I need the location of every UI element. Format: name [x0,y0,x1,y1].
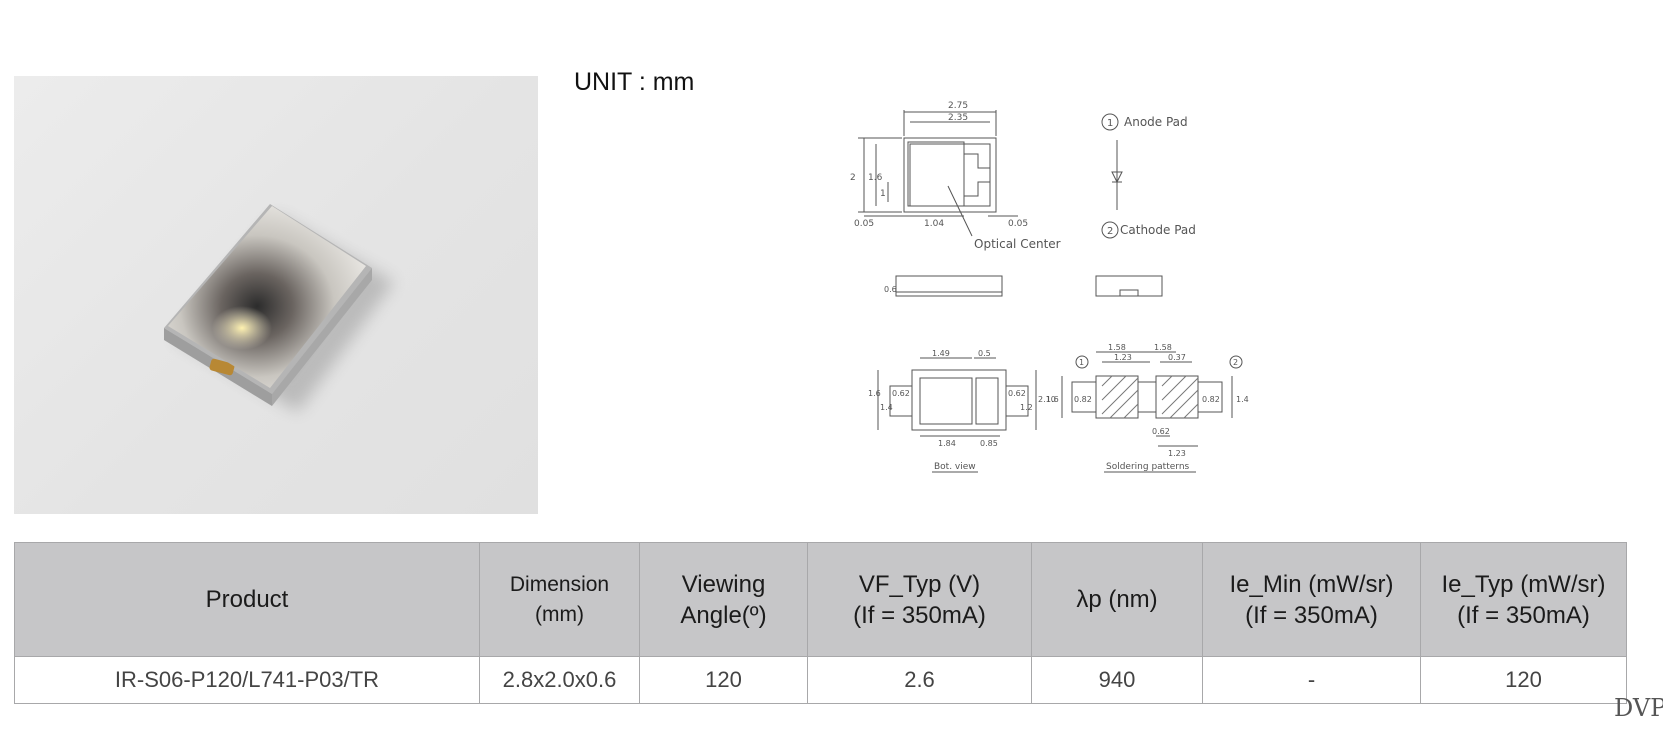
dim-275: 2.75 [948,101,968,111]
pin-1-mark: 1 [1107,118,1113,129]
sol-dim-1-58-right: 1.58 [1154,343,1172,352]
bot-dim-1-4: 1.4 [880,403,893,412]
spec-table: Product Dimension (mm) Viewing Angle(º) … [14,542,1627,704]
header-ie-min: Ie_Min (mW/sr) (If = 350mA) [1202,542,1421,657]
cell-product: IR-S06-P120/L741-P03/TR [14,656,480,704]
cell-ie-min: - [1202,656,1421,704]
cell-lambda-p: 940 [1031,656,1203,704]
table-header-row: Product Dimension (mm) Viewing Angle(º) … [14,542,1627,657]
dim-0-05-left: 0.05 [854,219,874,229]
bot-dim-2-10: 2.10 [1038,395,1056,404]
header-lambda-p: λp (nm) [1031,542,1203,657]
header-product: Product [14,542,480,657]
sol-mark-1: 1 [1079,358,1084,367]
unit-label: UNIT : mm [574,68,695,96]
product-photo [14,76,538,514]
dim-1-04: 1.04 [924,219,944,229]
table-row: IR-S06-P120/L741-P03/TR 2.8x2.0x0.6 120 … [14,656,1627,704]
sol-dim-0-82-right: 0.82 [1202,395,1220,404]
bot-dim-0-62-left: 0.62 [892,389,910,398]
cathode-pad-label: Cathode Pad [1120,223,1196,237]
sol-dim-1-6: 1.6 [1046,395,1059,404]
dim-1: 1 [880,189,886,199]
watermark: DVP [1614,694,1663,722]
sol-dim-0-82-left: 0.82 [1074,395,1092,404]
dim-235: 2.35 [948,113,968,123]
led-package-image [164,204,394,412]
sol-dim-1-4: 1.4 [1236,395,1249,404]
sol-mark-2: 2 [1233,358,1238,367]
anode-pad-label: Anode Pad [1124,115,1188,129]
cell-dimension: 2.8x2.0x0.6 [479,656,640,704]
optical-center-label: Optical Center [974,237,1061,251]
bot-dim-1-6: 1.6 [868,389,881,398]
bot-view-label: Bot. view [934,462,976,472]
sol-dim-1-23-top: 1.23 [1114,353,1132,362]
dim-2: 2 [850,173,856,183]
cell-viewing-angle: 120 [639,656,808,704]
bot-dim-1-49: 1.49 [932,349,950,358]
dim-1-6: 1.6 [868,173,883,183]
pin-2-mark: 2 [1107,226,1113,237]
sol-dim-0-62: 0.62 [1152,427,1170,436]
header-viewing-angle: Viewing Angle(º) [639,542,808,657]
soldering-patterns-label: Soldering patterns [1106,462,1190,472]
sol-dim-1-23-bottom: 1.23 [1168,449,1186,458]
bot-dim-0-85: 0.85 [980,439,998,448]
bot-dim-1-84: 1.84 [938,439,956,448]
cell-vf-typ: 2.6 [807,656,1032,704]
dim-0-05-right: 0.05 [1008,219,1028,229]
sol-dim-1-58-left: 1.58 [1108,343,1126,352]
bot-dim-0-5: 0.5 [978,349,991,358]
cell-ie-typ: 120 [1420,656,1627,704]
header-ie-typ: Ie_Typ (mW/sr) (If = 350mA) [1420,542,1627,657]
sol-dim-0-37: 0.37 [1168,353,1186,362]
header-dimension: Dimension (mm) [479,542,640,657]
dim-0-6: 0.6 [884,285,897,294]
bot-dim-1-2: 1.2 [1020,403,1033,412]
bot-dim-0-62-right: 0.62 [1008,389,1026,398]
header-vf-typ: VF_Typ (V) (If = 350mA) [807,542,1032,657]
dimension-drawing: 2.75 2.35 2 1.6 1 0.05 1.04 0.05 Optical… [850,101,1249,473]
